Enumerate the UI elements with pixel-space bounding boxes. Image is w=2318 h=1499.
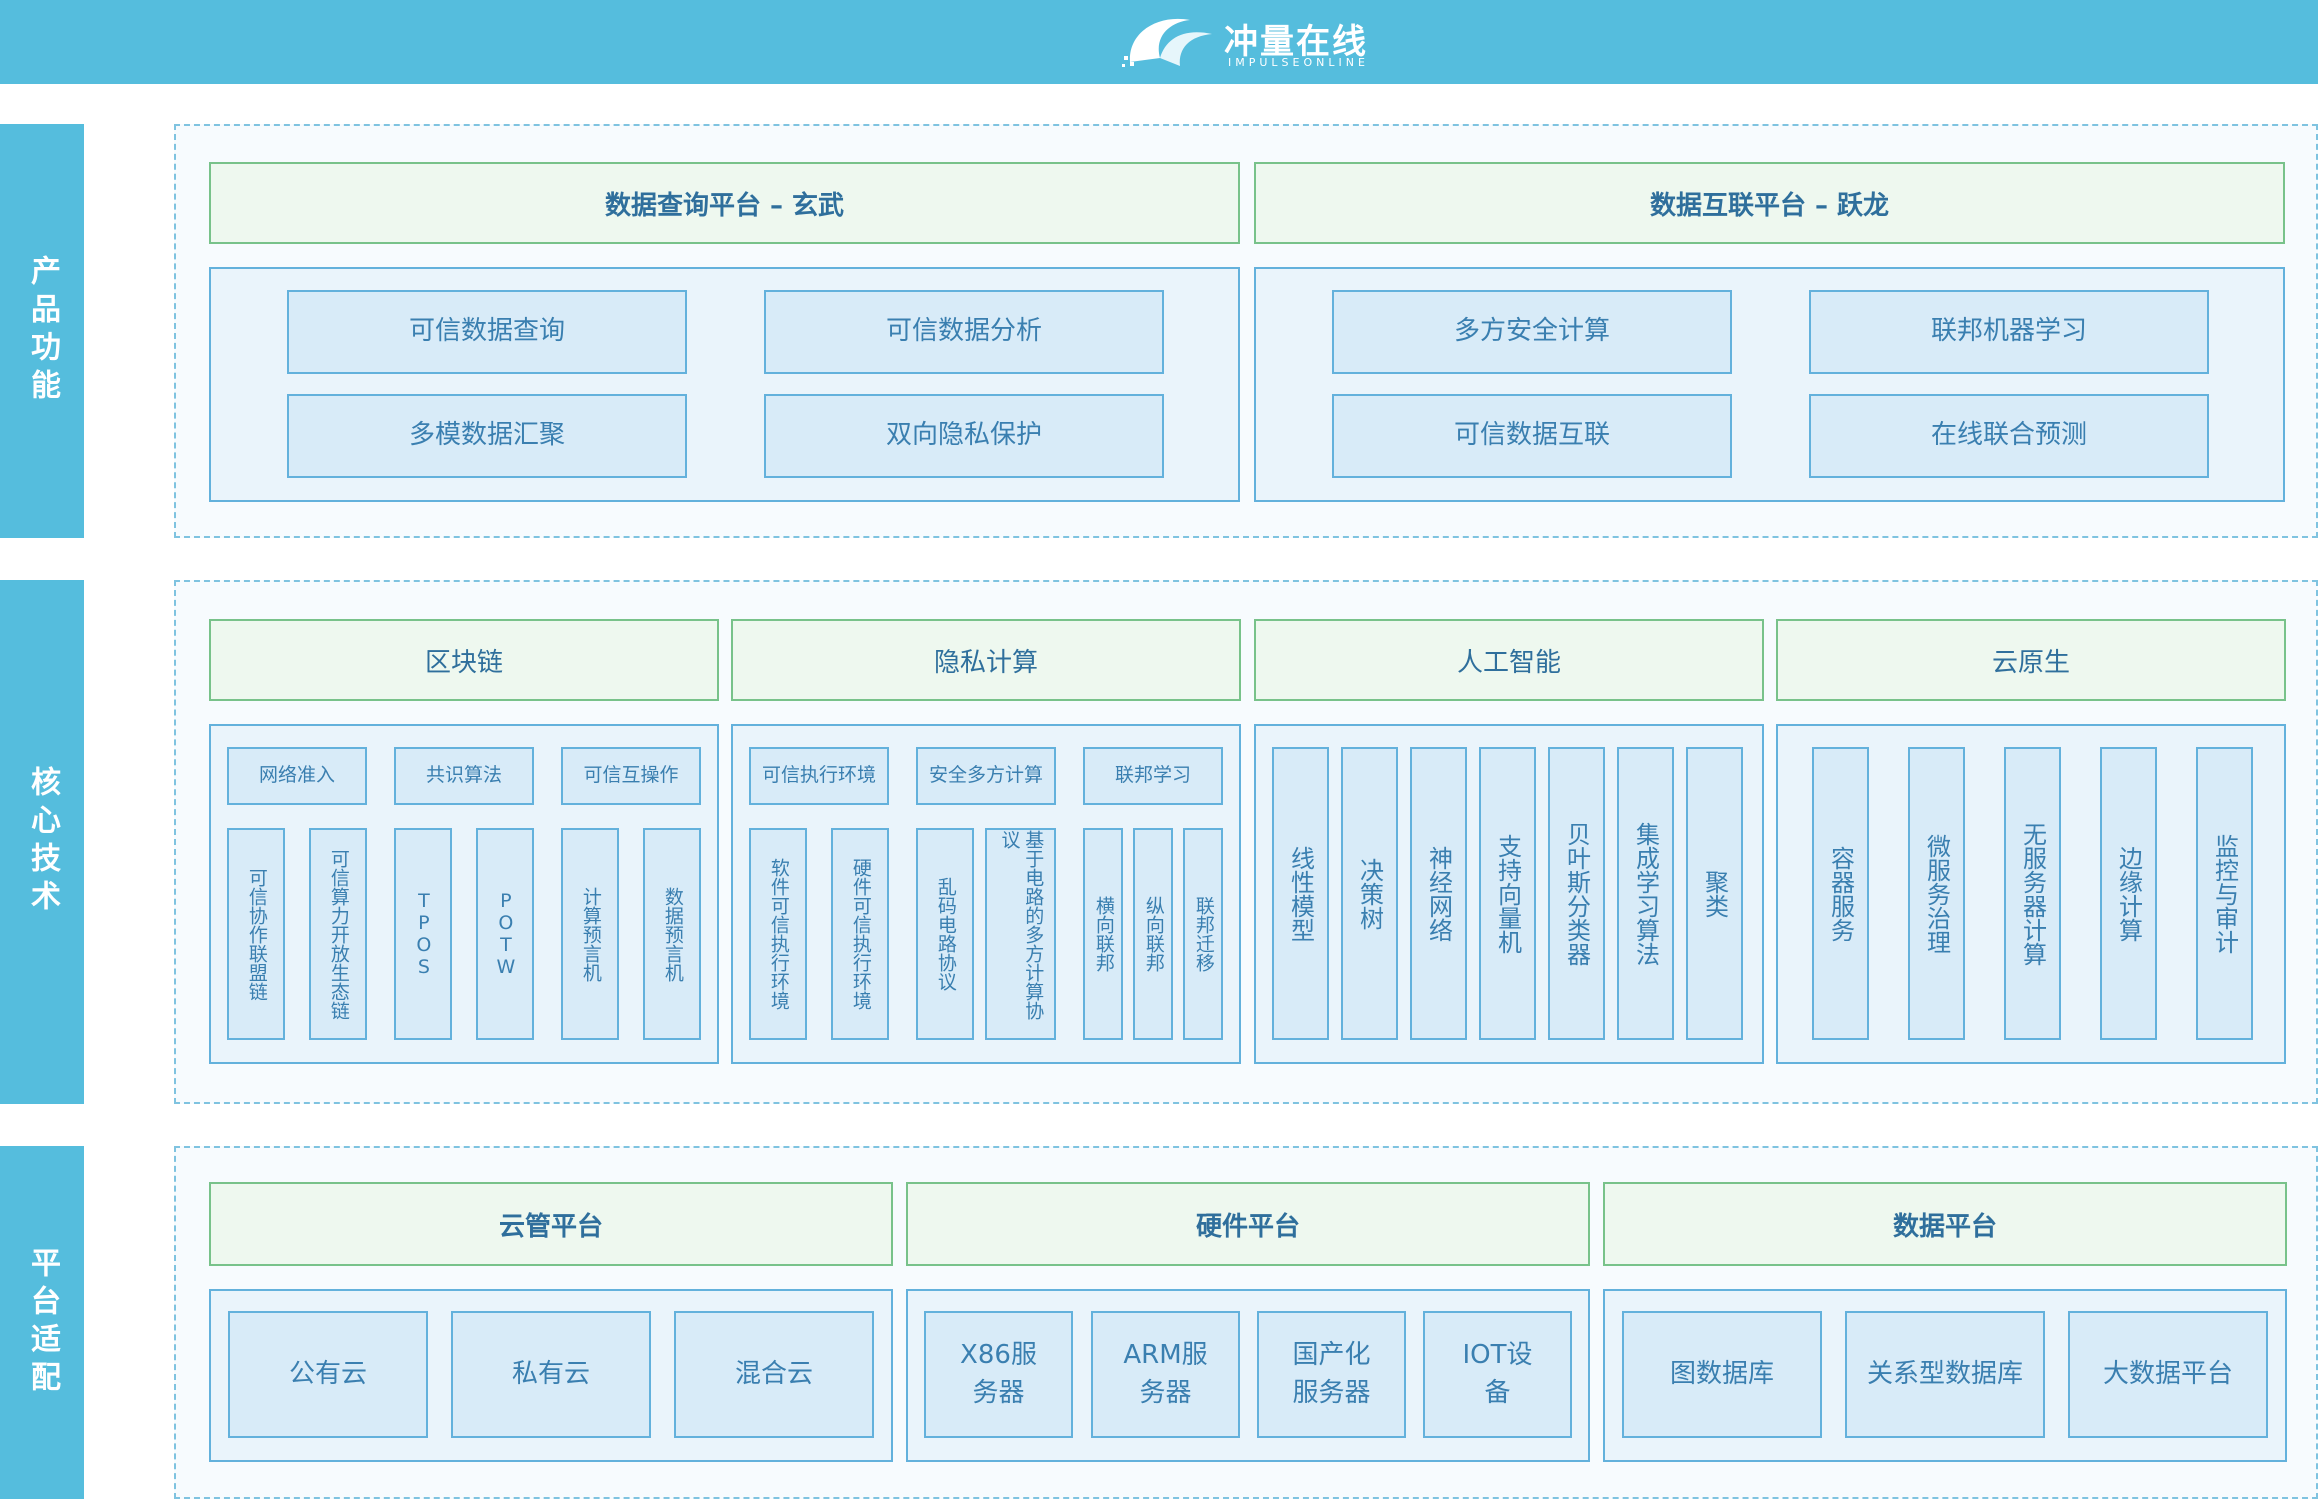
core-ai-item: 聚类 <box>1686 747 1743 1040</box>
core-ai-item: 决策树 <box>1341 747 1398 1040</box>
core-blockchain-item: POTW <box>476 828 534 1040</box>
product-left-title: 数据查询平台 – 玄武 <box>209 162 1240 244</box>
product-item: 多模数据汇聚 <box>287 394 687 478</box>
product-right-title: 数据互联平台 – 跃龙 <box>1254 162 2285 244</box>
platform-item: 大数据平台 <box>2068 1311 2268 1438</box>
core-cloud-title: 云原生 <box>1776 619 2286 701</box>
platform-item: ARM服务器 <box>1091 1311 1240 1438</box>
core-privacy-item: 纵向联邦 <box>1133 828 1173 1040</box>
core-ai-item: 贝叶斯分类器 <box>1548 747 1605 1040</box>
core-blockchain-item: 可信协作联盟链 <box>227 828 285 1040</box>
core-sub-header: 安全多方计算 <box>916 747 1056 805</box>
sidebar-core-label: 核心技术 <box>25 766 60 918</box>
core-sub-header: 可信执行环境 <box>749 747 889 805</box>
platform-cloud-title: 云管平台 <box>209 1182 893 1266</box>
core-cloud-item: 微服务治理 <box>1908 747 1965 1040</box>
platform-item: 公有云 <box>228 1311 428 1438</box>
product-item: 可信数据互联 <box>1332 394 1732 478</box>
platform-item: X86服务器 <box>924 1311 1073 1438</box>
platform-item: IOT设备 <box>1423 1311 1572 1438</box>
platform-item: 混合云 <box>674 1311 874 1438</box>
product-item: 可信数据查询 <box>287 290 687 374</box>
core-privacy-title: 隐私计算 <box>731 619 1241 701</box>
sidebar-product: 产品功能 <box>0 124 84 538</box>
sidebar-core: 核心技术 <box>0 580 84 1104</box>
core-blockchain-item: TPOS <box>394 828 452 1040</box>
logo-subtitle: IMPULSEONLINE <box>1228 56 1369 69</box>
sidebar-platform: 平台适配 <box>0 1146 84 1499</box>
product-item: 在线联合预测 <box>1809 394 2209 478</box>
core-privacy-item: 横向联邦 <box>1083 828 1123 1040</box>
product-item: 联邦机器学习 <box>1809 290 2209 374</box>
platform-item: 关系型数据库 <box>1845 1311 2045 1438</box>
product-item: 双向隐私保护 <box>764 394 1164 478</box>
core-blockchain-item: 可信算力开放生态链 <box>309 828 367 1040</box>
core-blockchain-item: 计算预言机 <box>561 828 619 1040</box>
core-blockchain-item: 数据预言机 <box>643 828 701 1040</box>
core-sub-header: 联邦学习 <box>1083 747 1223 805</box>
logo: 冲量在线 IMPULSEONLINE <box>1120 8 1380 76</box>
core-sub-header: 共识算法 <box>394 747 534 805</box>
platform-data-title: 数据平台 <box>1603 1182 2287 1266</box>
platform-hardware-title: 硬件平台 <box>906 1182 1590 1266</box>
core-privacy-item: 联邦迁移 <box>1183 828 1223 1040</box>
core-sub-header: 网络准入 <box>227 747 367 805</box>
wave-logo-icon <box>1122 18 1212 67</box>
core-privacy-item: 软件可信执行环境 <box>749 828 807 1040</box>
product-item: 多方安全计算 <box>1332 290 1732 374</box>
core-privacy-item: 乱码电路协议 <box>916 828 974 1040</box>
core-ai-item: 支持向量机 <box>1479 747 1536 1040</box>
logo-text: 冲量在线 <box>1224 22 1368 62</box>
core-privacy-item: 硬件可信执行环境 <box>831 828 889 1040</box>
header-bar: 冲量在线 IMPULSEONLINE <box>0 0 2318 84</box>
platform-item: 图数据库 <box>1622 1311 1822 1438</box>
core-blockchain-title: 区块链 <box>209 619 719 701</box>
platform-item: 私有云 <box>451 1311 651 1438</box>
sidebar-product-label: 产品功能 <box>25 255 60 407</box>
core-ai-item: 神经网络 <box>1410 747 1467 1040</box>
core-ai-title: 人工智能 <box>1254 619 1764 701</box>
core-cloud-item: 边缘计算 <box>2100 747 2157 1040</box>
core-ai-item: 线性模型 <box>1272 747 1329 1040</box>
sidebar-platform-label: 平台适配 <box>25 1246 60 1399</box>
core-ai-item: 集成学习算法 <box>1617 747 1674 1040</box>
core-sub-header: 可信互操作 <box>561 747 701 805</box>
core-privacy-item: 基于电路的多方计算协议 <box>985 828 1056 1040</box>
product-item: 可信数据分析 <box>764 290 1164 374</box>
platform-item: 国产化服务器 <box>1257 1311 1406 1438</box>
core-cloud-item: 容器服务 <box>1812 747 1869 1040</box>
core-cloud-item: 监控与审计 <box>2196 747 2253 1040</box>
core-cloud-item: 无服务器计算 <box>2004 747 2061 1040</box>
